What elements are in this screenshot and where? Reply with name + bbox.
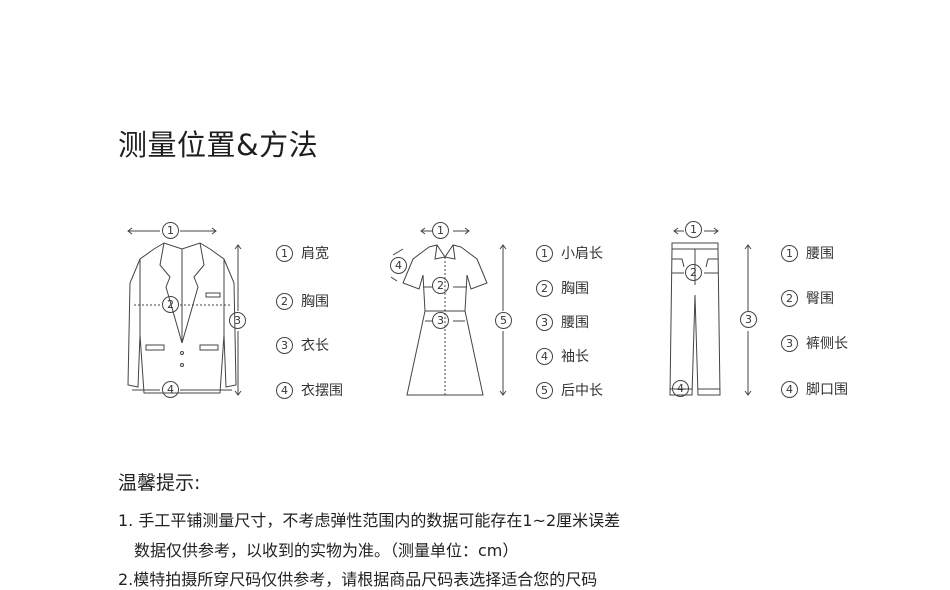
dress-figure: 1 2 3 4 5	[385, 215, 525, 405]
pants-figure: 1 2 3 4	[660, 215, 770, 405]
legend-item: 4 袖长	[536, 346, 589, 366]
dress-marker-3: 3	[432, 312, 449, 329]
pants-icon	[669, 227, 752, 396]
jacket-icon	[127, 227, 242, 396]
pants-marker-4: 4	[672, 380, 689, 397]
pants-marker-3: 3	[740, 311, 757, 328]
jacket-figure: 1 2 3 4	[118, 215, 258, 405]
pants-marker-1: 1	[685, 221, 702, 238]
tip-line-2: 数据仅供参考，以收到的实物为准。（测量单位：cm）	[134, 541, 519, 560]
dress-marker-1: 1	[432, 222, 449, 239]
jacket-marker-4: 4	[162, 381, 179, 398]
tip-line-3: 2.模特拍摄所穿尺码仅供参考，请根据商品尺码表选择适合您的尺码	[118, 570, 598, 589]
jacket-marker-2: 2	[162, 296, 179, 313]
legend-item: 5 后中长	[536, 380, 603, 400]
tip-line-1: 1. 手工平铺测量尺寸，不考虑弹性范围内的数据可能存在1~2厘米误差	[118, 511, 621, 530]
legend-item: 2 臀围	[781, 288, 834, 308]
page-title: 测量位置&方法	[118, 128, 319, 162]
legend-item: 4 脚口围	[781, 379, 848, 399]
dress-marker-4: 4	[390, 257, 407, 274]
legend-item: 1 腰围	[781, 243, 834, 263]
dress-marker-2: 2	[432, 277, 449, 294]
tips-heading: 温馨提示:	[118, 472, 201, 494]
dress-marker-5: 5	[495, 312, 512, 329]
legend-item: 3 裤侧长	[781, 333, 848, 353]
legend-item: 4 衣摆围	[276, 380, 343, 400]
legend-item: 1 肩宽	[276, 243, 329, 263]
legend-item: 1 小肩长	[536, 243, 603, 263]
legend-item: 3 腰围	[536, 312, 589, 332]
pants-marker-2: 2	[685, 264, 702, 281]
jacket-marker-1: 1	[162, 222, 179, 239]
legend-item: 3 衣长	[276, 335, 329, 355]
dress-icon	[390, 227, 507, 396]
legend-item: 2 胸围	[536, 278, 589, 298]
jacket-marker-3: 3	[229, 312, 246, 329]
legend-item: 2 胸围	[276, 291, 329, 311]
